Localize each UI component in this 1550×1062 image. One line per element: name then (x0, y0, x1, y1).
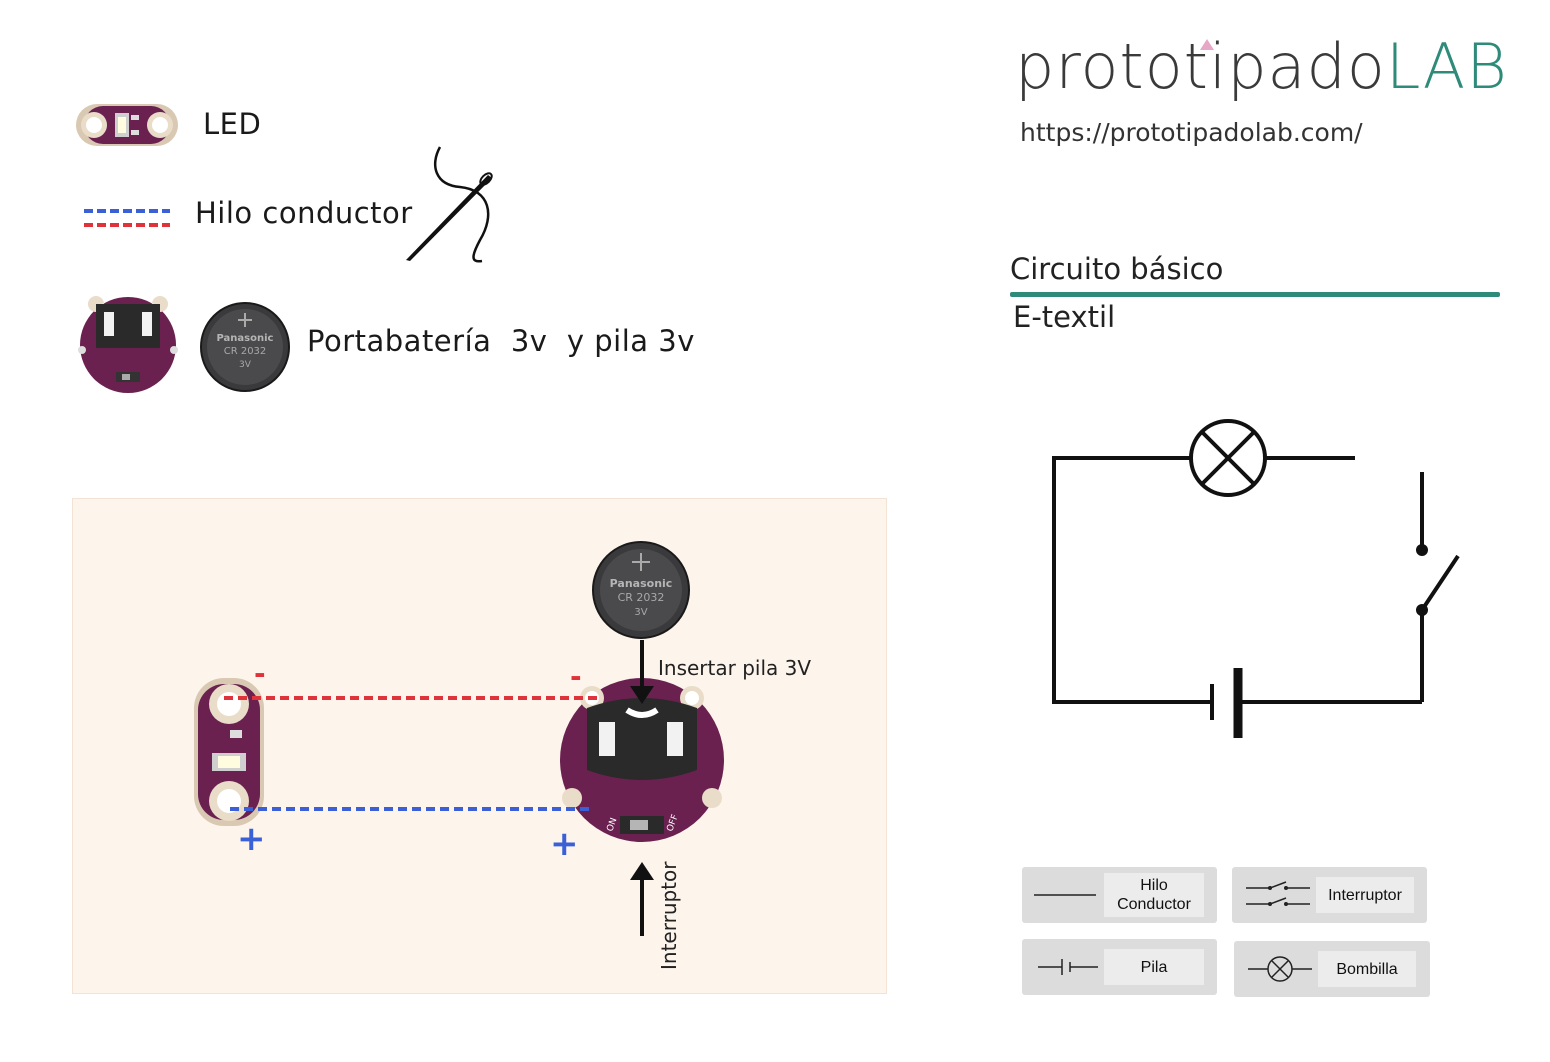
led-board (194, 678, 264, 826)
coin-cell-icon: Panasonic CR 2032 3V (200, 302, 290, 392)
battery-label: Portabatería 3v y pila 3v (307, 324, 695, 358)
key-battery-label: Pila (1104, 949, 1204, 985)
circuit-schematic (1052, 419, 1460, 738)
website-link[interactable]: https://prototipadolab.com/ (1020, 118, 1363, 147)
switch-on-text: ON (605, 817, 619, 833)
insert-arrow-head (630, 686, 654, 704)
switch-contact-top (1416, 544, 1428, 556)
title-divider (1010, 292, 1500, 297)
cell-voltage-text: 3V (239, 360, 252, 370)
key-battery: Pila (1022, 939, 1217, 995)
page-subtitle: E-textil (1013, 300, 1116, 334)
key-wire-label: Hilo Conductor (1104, 873, 1204, 917)
coin-model-text: CR 2032 (618, 591, 665, 604)
key-bulb-label: Bombilla (1318, 951, 1416, 987)
conductive-thread-icon (84, 209, 170, 227)
logo-triangle-icon (1200, 39, 1214, 50)
coin-cell: Panasonic CR 2032 3V (592, 541, 690, 639)
logo-main-text: prototipado (1015, 30, 1386, 103)
logo-accent-text: LAB (1385, 30, 1508, 103)
battery-symbol-icon (1038, 959, 1098, 975)
switch-arrow-head (630, 862, 654, 880)
thread-label: Hilo conductor (195, 196, 413, 230)
led-icon (76, 104, 178, 146)
key-switch-label: Interruptor (1316, 877, 1414, 913)
led-minus-sign: - (254, 657, 266, 690)
wiring-diagram: ON OFF - - + + Panasonic CR 2032 3V (194, 541, 724, 936)
coin-voltage-text: 3V (634, 607, 647, 618)
holder-plus-sign: + (550, 824, 579, 864)
wire-symbol-icon (1034, 894, 1096, 896)
cell-model-text: CR 2032 (224, 346, 267, 357)
wire-top-left (1052, 456, 1212, 704)
coin-brand-text: Panasonic (610, 577, 673, 590)
key-wire: Hilo Conductor (1022, 867, 1217, 923)
key-bulb: Bombilla (1234, 941, 1430, 997)
led-plus-sign: + (237, 819, 266, 859)
insert-battery-label: Insertar pila 3V (658, 656, 812, 680)
led-label: LED (203, 107, 262, 141)
switch-lever (1420, 554, 1460, 612)
bulb-symbol (1189, 419, 1267, 497)
page-title: Circuito básico (1010, 252, 1224, 286)
switch-label: Interruptor (657, 861, 681, 971)
bulb-symbol-icon (1248, 956, 1312, 982)
cell-brand-text: Panasonic (217, 333, 274, 344)
battery-holder-icon (78, 296, 178, 393)
needle-icon (406, 146, 493, 263)
battery-holder-board: ON OFF (560, 678, 724, 842)
brand-logo[interactable]: prototipadoLAB (1015, 30, 1508, 103)
switch-symbol-icon (1246, 881, 1310, 906)
holder-minus-sign: - (570, 660, 582, 693)
key-switch: Interruptor (1232, 867, 1427, 923)
switch-contact-bottom (1416, 604, 1428, 616)
